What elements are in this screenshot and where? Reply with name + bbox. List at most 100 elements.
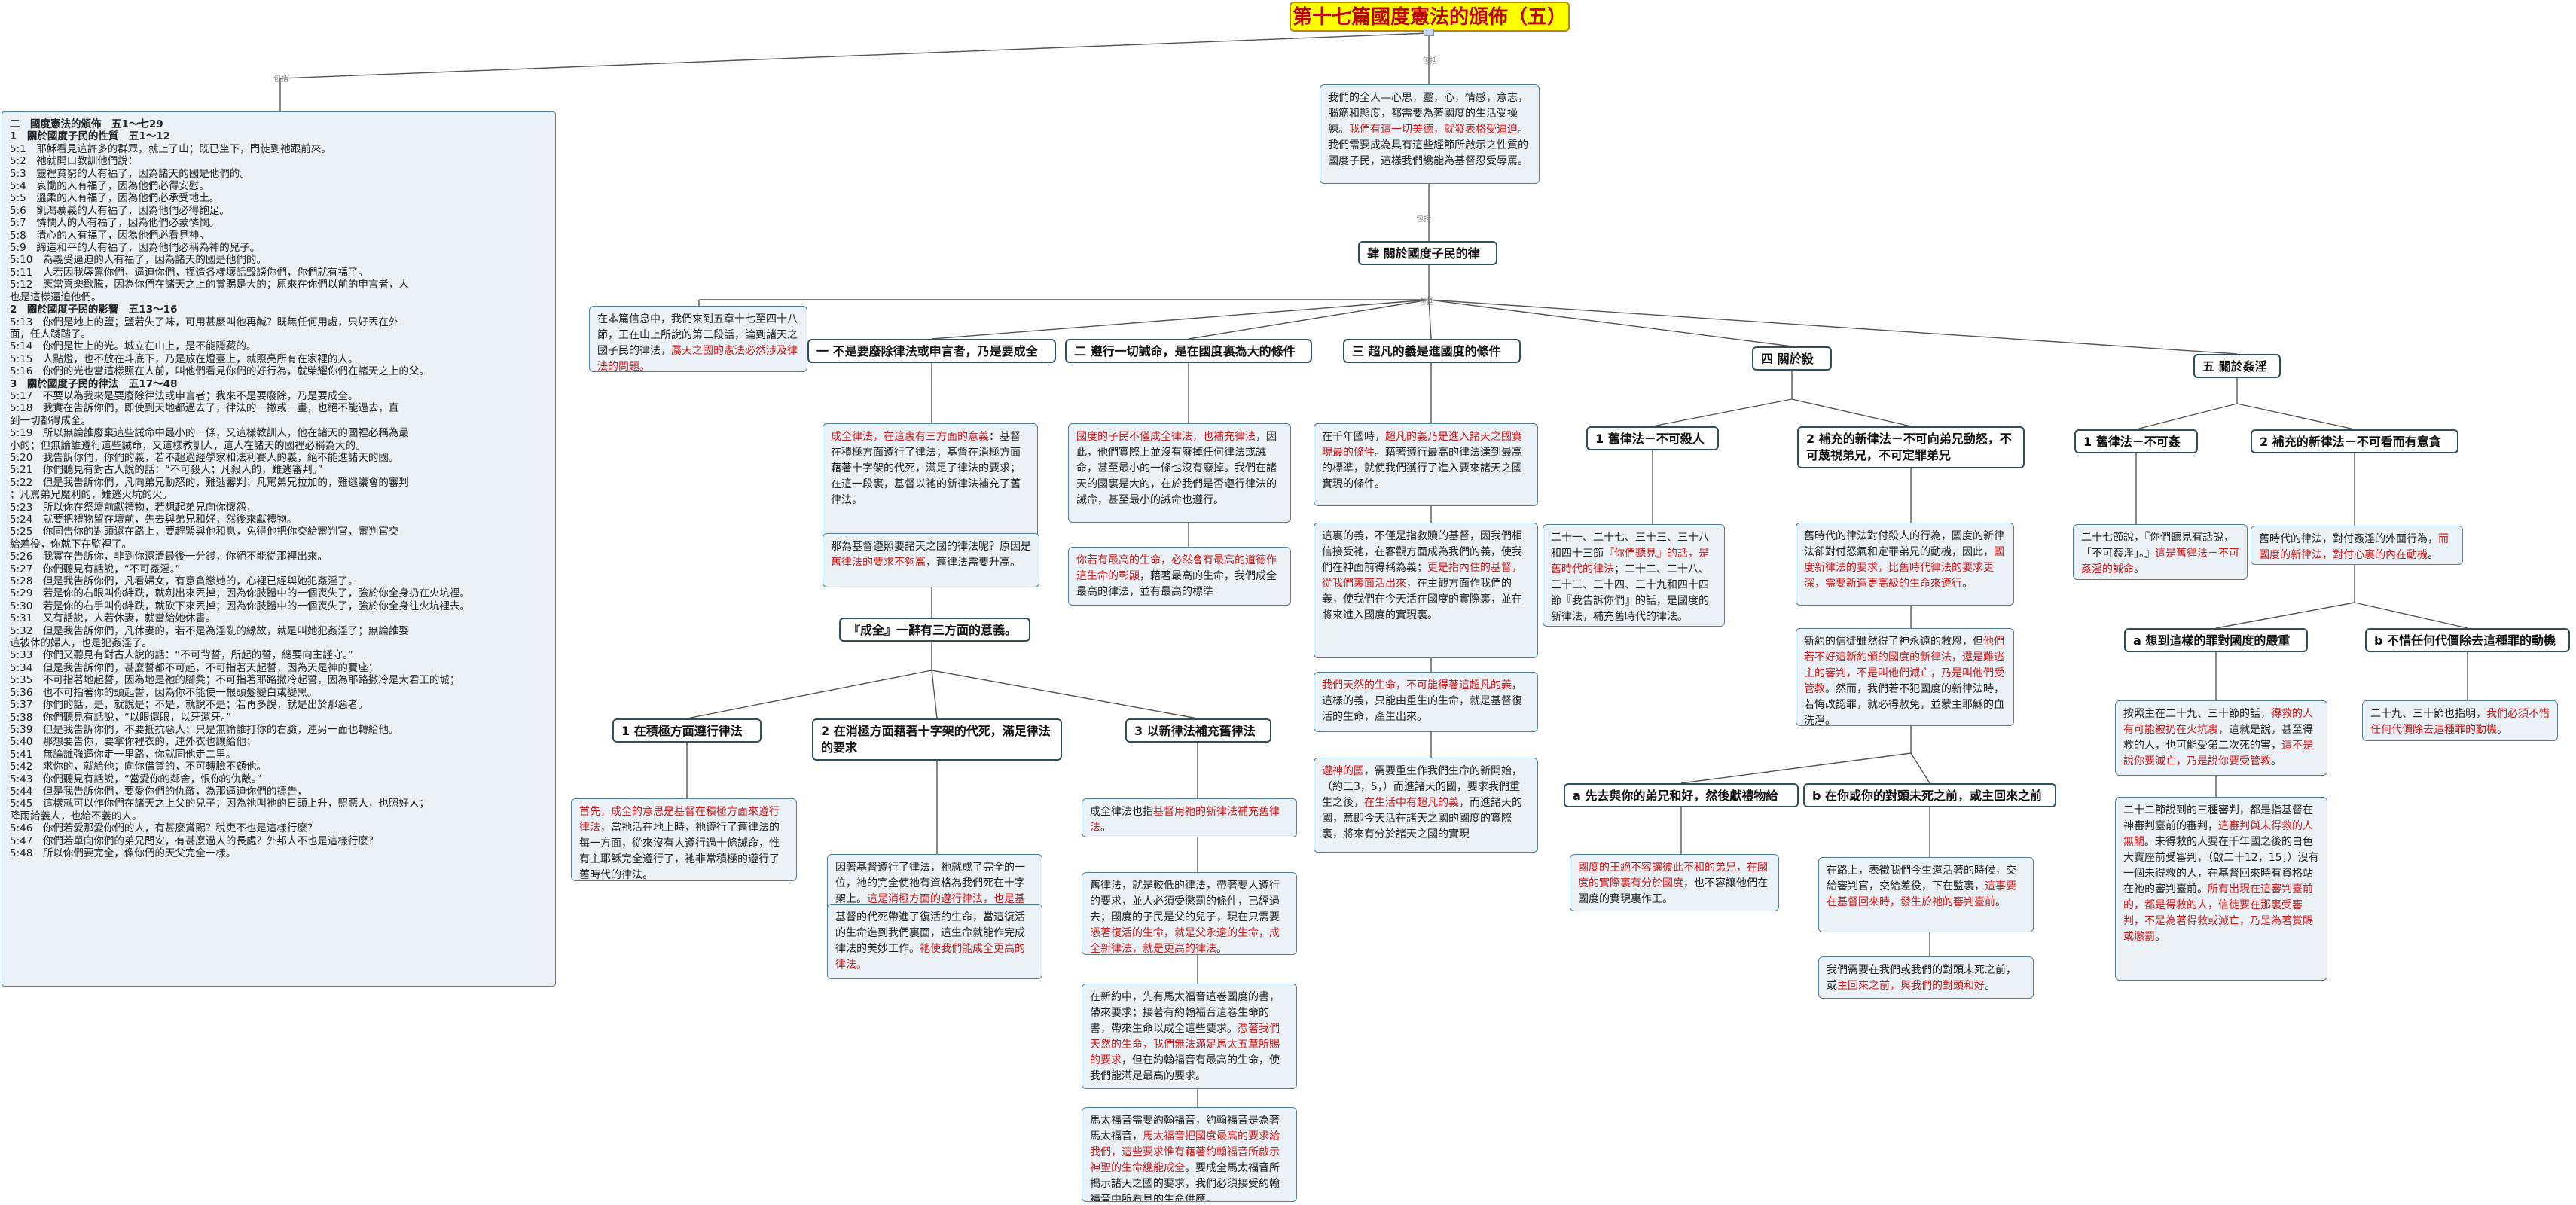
indwelling-christ-note: 這裏的義，不僅是指救贖的基督，因我們相信接受祂，在客觀方面成為我們的義，使我們在… xyxy=(1314,523,1538,658)
edge-line xyxy=(931,299,1430,340)
body-text: 成全律法也指 xyxy=(1090,806,1153,818)
body-text: 。我們需要成為具有這些經節所啟示之性質的國度子民，這樣我們纔能為基督忍受辱罵。 xyxy=(1328,124,1528,167)
body-text: 。 xyxy=(1100,822,1111,834)
inner-motive-note: 舊時代的律法，對付姦淫的外面行為，而國度的新律法，對付心裏的內在動機。 xyxy=(2251,526,2463,565)
fulfil-negative[interactable]: 2 在消極方面藉著十字架的代死，滿足律法的要求 xyxy=(812,718,1062,761)
outline-heading: 1 關於國度子民的性質 五1～12 xyxy=(10,130,171,143)
body-text: 舊律法，就是較低的律法，帶著要人遵行的要求，並人必須受懲罰的條件，已經過去；國度… xyxy=(1090,880,1280,923)
emphasis-text: 在生活中有超凡的義 xyxy=(1364,797,1459,809)
edge-line xyxy=(1188,299,1430,340)
body-text: 這裏的義，不僅是指救贖的基督，因我們相信接受祂，在客觀方面成為我們的義，使我們在… xyxy=(1322,530,1522,574)
verse-line: 5:31 又有話說，人若休妻，就當給她休書。 xyxy=(10,612,216,625)
edge-line xyxy=(1428,299,1432,340)
edge-line xyxy=(931,670,1198,719)
verse-line: 也是這樣逼迫他們。 xyxy=(10,291,102,304)
topic-adultery[interactable]: 五 關於姦淫 xyxy=(2193,354,2281,378)
body-text: ，因此，他們實際上並沒有廢掉任何律法或誡命，甚至最小的一條也沒有廢掉。我們在諸天… xyxy=(1076,431,1277,506)
body-text: 在路上，表徵我們今生還活著的時候，交給審判官，交給差役，下在監裏， xyxy=(1827,865,2016,892)
edge-line xyxy=(931,670,938,719)
fulfil-new-law[interactable]: 3 以新律法補充舊律法 xyxy=(1125,718,1271,743)
verse-line: 5:7 憐憫人的人有福了，因為他們必蒙憐憫。 xyxy=(10,217,220,230)
outline-heading: 二 國度憲法的頒佈 五1～七29 xyxy=(10,118,163,130)
verse-line: 5:17 不要以為我來是要廢除律法或申言者；我來不是要廢除，乃是要成全。 xyxy=(10,389,359,402)
emphasis-text: 憑著復活的生命，就是父永遠的生命，成全新律法，就是更高的律法 xyxy=(1090,927,1280,955)
collapse-toggle[interactable] xyxy=(1424,29,1434,36)
verse-line: 5:8 清心的人有福了，因為他們必看見神。 xyxy=(10,229,209,242)
topic-murder[interactable]: 四 關於殺人 xyxy=(1752,346,1832,371)
fire-of-gehenna-note: 按照主在二十九、三十節的話，得救的人有可能被扔在火坑裏，這就是說，甚至得救的人，… xyxy=(2115,700,2327,776)
verse-line: 5:20 我告訴你們，你們的義，若不超過經學家和法利賽人的義，絕不能進諸天的國。 xyxy=(10,451,399,464)
verse-line: 5:27 你們聽見有話說，“不可姦淫。” xyxy=(10,563,181,575)
emphasis-text: 國度的王絕不容讓彼此不和的弟兄，在國度的實際裏有分於國度 xyxy=(1578,862,1768,889)
verse-line: 5:6 飢渴慕義的人有福了，因為他們必得飽足。 xyxy=(10,204,230,217)
emphasis-text: 我們必須不惜任何代價除去這種罪的動機 xyxy=(2370,708,2550,736)
body-text: ，但在約翰福音有最高的生命，使我們能滿足最高的要求。 xyxy=(1090,1054,1280,1082)
body-text: 我們的全人—心思，靈，心，情感，意志，腦筋和態度，都需要為著國度的生活受操練。 xyxy=(1328,92,1528,136)
before-death-or-return[interactable]: b 在你或你的對頭未死之前，或主回來之前 xyxy=(1803,783,2056,807)
edge-line xyxy=(2354,602,2468,629)
verse-line: 5:4 哀慟的人有福了，因為他們必得安慰。 xyxy=(10,180,209,193)
body-text: ，這樣的義，只能由重生的生命，就是基督復活的生命，產生出來。 xyxy=(1322,679,1522,723)
reconcile-first[interactable]: a 先去與你的弟兄和好，然後獻禮物給神 xyxy=(1564,783,1799,807)
new-law-no-anger[interactable]: 2 補充的新律法－不可向弟兄動怒，不可蔑視弟兄，不可定罪弟兄 xyxy=(1797,426,2025,468)
old-law-no-murder[interactable]: 1 舊律法－不可殺人 xyxy=(1586,426,1719,450)
positive-fulfil-note: 首先，成全的意思是基督在積極方面來遵行律法，當祂活在地上時，祂遵行了舊律法的每一… xyxy=(571,798,797,881)
topic-fulfil-law[interactable]: 一 不是要廢除律法或申言者，乃是要成全 xyxy=(807,339,1056,363)
emphasis-text: 超凡的義乃是進入諸天之國實現最的條件 xyxy=(1322,431,1522,459)
highest-life-note: 你若有最高的生命，必然會有最高的道德作這生命的彰顯，藉著最高的生命，我們成全最高… xyxy=(1068,547,1291,606)
emphasis-text: 他們若不好這新約頒的國度的新律法，還是難逃主的審判，不是叫他們滅亡，乃是叫他們受… xyxy=(1804,636,2004,695)
verse-line: 到一切都得成全。 xyxy=(10,414,91,427)
fulfil-meaning-note: 成全律法，在這裏有三方面的意義：基督在積極方面遵行了律法；基督在消極方面藉著十字… xyxy=(823,423,1038,545)
verse-line: 5:24 就要把禮物留在壇前，先去與弟兄和好，然後來獻禮物。 xyxy=(10,514,298,526)
verse-line: 5:41 無論誰強逼你走一里路，你就同他走二里。 xyxy=(10,748,237,761)
root-title[interactable]: 第十七篇國度憲法的頒佈（五） xyxy=(1290,2,1570,32)
body-text: 。 xyxy=(2428,549,2438,561)
body-text: 舊時代的律法對付殺人的行為，國度的新律法卻對付怒氣和定罪弟兄的動機，因此， xyxy=(1804,530,2004,558)
intro-note: 我們的全人—心思，靈，心，情感，意志，腦筋和態度，都需要為著國度的生活受操練。我… xyxy=(1320,84,1540,184)
topic-surpassing-righteousness[interactable]: 三 超凡的義是進國度的條件 xyxy=(1343,339,1521,363)
body-text: 。 xyxy=(2155,931,2165,943)
verse-line: 5:46 你們若愛那愛你們的人，有甚麼賞賜？稅吏不也是這樣行麼？ xyxy=(10,822,318,835)
sin-seriousness[interactable]: a 想到這樣的罪對國度的嚴重性 xyxy=(2124,628,2308,652)
body-text: 基督的代死帶進了復活的生命，當這復活的生命進到我們裏面，這生命就能作完成律法的美… xyxy=(835,911,1025,955)
verse-line: 小的；但無論誰遵行這些誡命，又這樣教訓人，這人在諸天的國裡必稱為大的。 xyxy=(10,439,366,452)
new-law-no-lust[interactable]: 2 補充的新律法－不可看而有意貪戀 xyxy=(2251,429,2458,453)
emphasis-text: 『你們聽見』的話，是舊時代的律法 xyxy=(1551,548,1709,575)
body-text: ，這就是說，甚至得救的人，也可能受第二次死的害， xyxy=(2123,724,2313,752)
body-text: 。 xyxy=(2271,755,2281,767)
verse-line: 5:16 你們的光也當這樣照在人前，叫他們看見你們的好行為，就榮耀你們在諸天之上… xyxy=(10,365,429,378)
remove-sin-motive[interactable]: b 不惜任何代價除去這種罪的動機 xyxy=(2365,628,2570,652)
verse-line: 5:10 為義受逼迫的人有福了，因為諸天的國是他們的。 xyxy=(10,254,267,267)
body-text: 舊時代的律法，對付姦淫的外面行為， xyxy=(2259,533,2438,545)
verse-line: 5:11 人若因我辱罵你們，逼迫你們，捏造各樣壞話毀謗你們，你們就有福了。 xyxy=(10,266,368,279)
topic-keep-commandments[interactable]: 二 遵行一切誡命，是在國度裏為大的條件 xyxy=(1065,339,1312,363)
verse-line: 5:39 但是我告訴你們，不要抵抗惡人；只是無論誰打你的右臉，連另一面也轉給他。 xyxy=(10,723,399,736)
verse-line: 面，任人踐踏了。 xyxy=(10,328,91,340)
body-text: 。未得救的人要在千年國之後的白色大寶座前受審判，（啟二十12，15，）沒有一個未… xyxy=(2123,836,2319,895)
any-cost-note: 二十九、三十節也指明，我們必須不惜任何代價除去這種罪的動機。 xyxy=(2362,700,2558,741)
edge-line xyxy=(1428,299,1793,347)
fulfil-positive[interactable]: 1 在積極方面遵行律法 xyxy=(612,718,762,743)
emphasis-text: 首先，成全的意思是基督在積極方面來遵行律法 xyxy=(579,806,780,834)
verse-line: 5:45 這樣就可以作你們在諸天之上父的兒子；因為祂叫祂的日頭上升，照惡人，也照… xyxy=(10,798,429,810)
emphasis-text: 遵神的國 xyxy=(1322,765,1364,777)
edge-line xyxy=(686,670,932,719)
natural-life-note: 我們天然的生命，不可能得著這超凡的義，這樣的義，只能由重生的生命，就是基督復活的… xyxy=(1314,672,1538,732)
verse-line: 5:19 所以無論誰廢棄這些誡命中最小的一條，又這樣教訓人，他在諸天的國裡必稱為… xyxy=(10,427,409,440)
you-have-heard-note: 二十一、二十七、三十三、三十八和四十三節『你們聽見』的話，是舊時代的律法；二十二… xyxy=(1543,524,1725,627)
fulfil-three-aspects[interactable]: 『成全』一辭有三方面的意義。 xyxy=(839,618,1030,642)
outline-heading: 3 關於國度子民的律法 五17～48 xyxy=(10,377,178,390)
body-text: 二十七節說，『你們聽見有話說，「不可姦淫」。』 xyxy=(2081,532,2234,560)
old-law-no-adultery[interactable]: 1 舊律法－不可姦淫 xyxy=(2074,429,2198,453)
body-text: ；二十二、二十八、三十二、三十四、三十九和四十四節『我告訴你們』的話，是國度的新… xyxy=(1551,563,1709,623)
verse-line: 5:34 但是我告訴你們，甚麼誓都不可起，不可指著天起誓，因為天是神的寶座； xyxy=(10,661,379,674)
body-text: 。然而，我們若不犯國度的新律法時，若悔改認罪，就必得赦免，並蒙主耶穌的血洗淨。 xyxy=(1804,683,2004,726)
edge-line xyxy=(1791,398,1912,427)
body-text: ，也不容讓他們在國度的實現裏作王。 xyxy=(1578,877,1768,905)
emphasis-text: 我們有這一切美德，就發表格受逼迫 xyxy=(1349,124,1518,136)
edge-line xyxy=(2236,403,2355,430)
edge-line xyxy=(1680,752,1912,784)
law-main-topic[interactable]: 肆 關於國度子民的律法 xyxy=(1358,241,1497,265)
